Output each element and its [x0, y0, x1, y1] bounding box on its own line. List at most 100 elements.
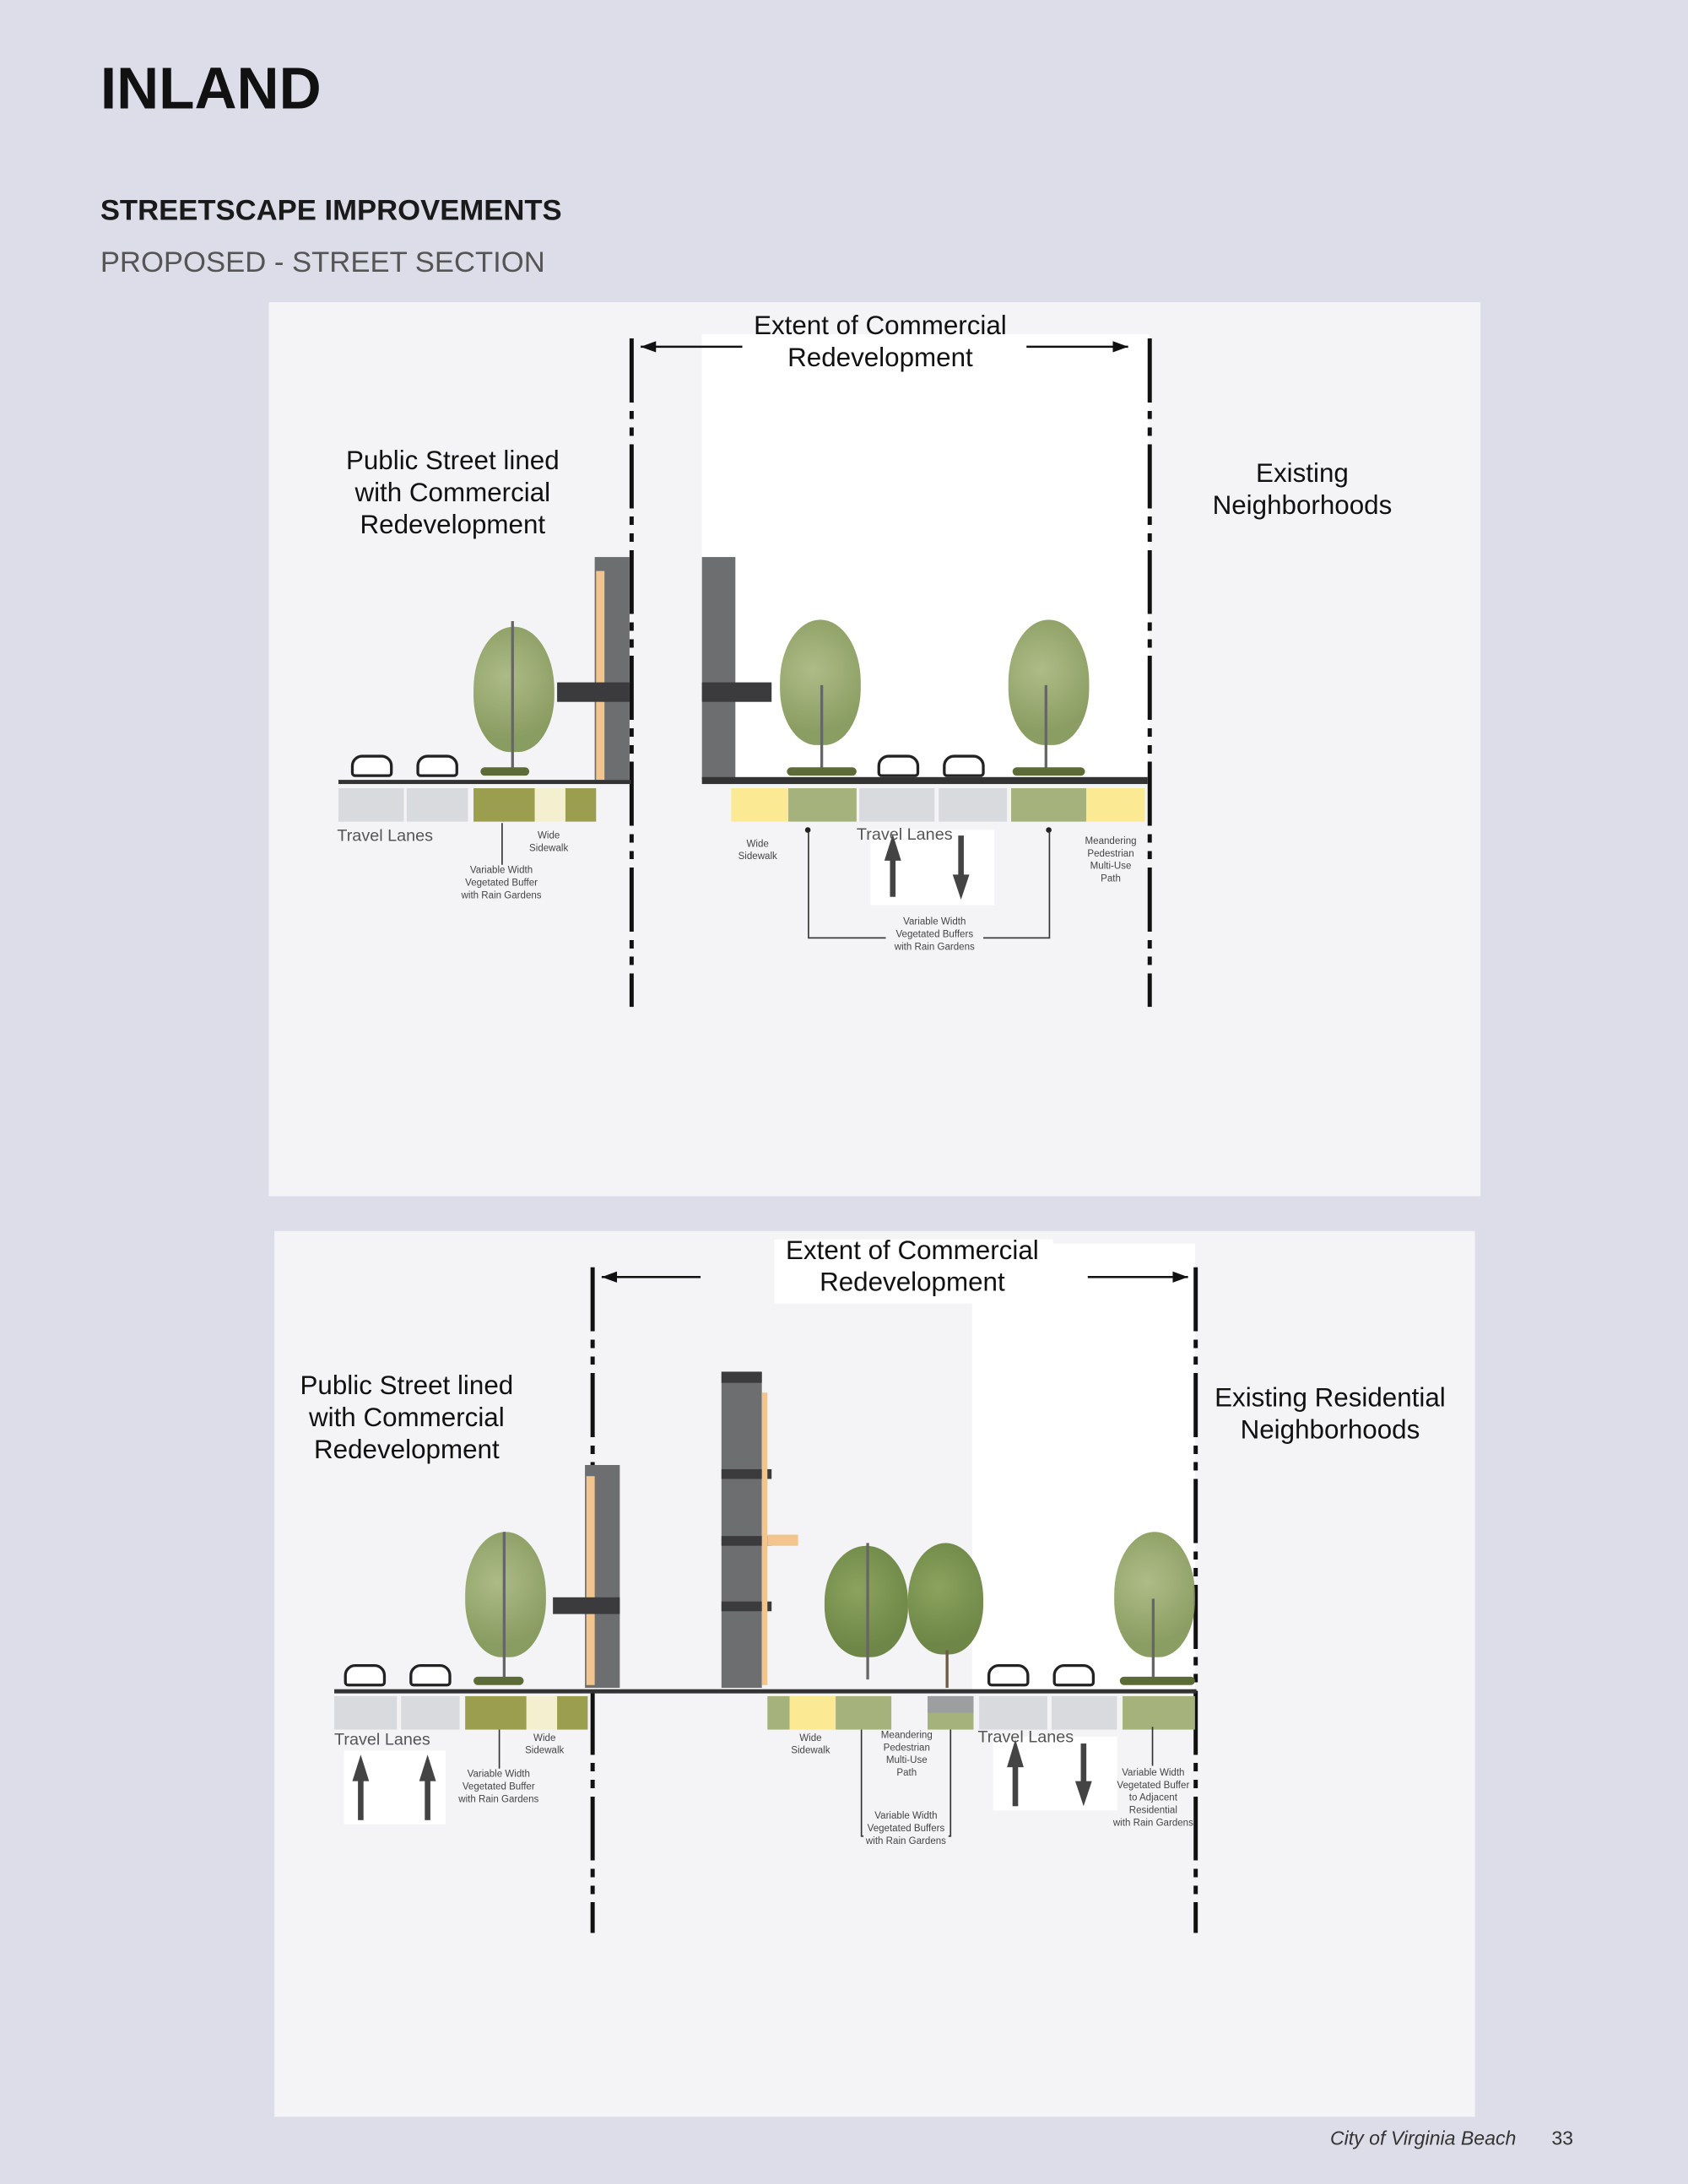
awning	[553, 1597, 620, 1614]
floor-band	[721, 1601, 772, 1612]
zone-buffer	[836, 1695, 892, 1730]
building-right	[701, 557, 736, 781]
zone-travel-lane	[401, 1695, 460, 1730]
zone-buffer	[557, 1695, 588, 1730]
car	[943, 754, 985, 777]
zone-travel-lane	[406, 788, 468, 822]
leader-line	[498, 1729, 500, 1769]
ground-line	[338, 780, 631, 785]
leader-line	[1151, 1727, 1154, 1766]
zone-curb	[928, 1695, 974, 1713]
label-buffers: Variable Width Vegetated Buffers with Ra…	[863, 1810, 949, 1849]
zone-travel-lane	[979, 1695, 1047, 1730]
zone-sidewalk	[731, 788, 789, 822]
direction-arrows-icon	[1007, 1739, 1092, 1807]
extent-label: Extent of Commercial Redevelopment	[754, 311, 1007, 373]
floor-band	[721, 1536, 772, 1546]
tree	[465, 1532, 546, 1657]
tree	[824, 1545, 908, 1657]
extent-label: Extent of Commercial Redevelopment	[786, 1236, 1039, 1298]
label-travel-lanes: Travel Lanes	[977, 1727, 1074, 1747]
left-title: Public Street lined with Commercial Rede…	[345, 446, 560, 540]
zone-sidewalk	[534, 788, 565, 822]
extent-line-left	[629, 338, 634, 1008]
awning	[701, 682, 772, 702]
label-wide-sidewalk: Wide Sidewalk	[791, 1733, 830, 1757]
ground-line	[334, 1689, 1197, 1694]
section-subtitle: PROPOSED - STREET SECTION	[100, 246, 545, 279]
planter	[1012, 767, 1085, 776]
leader-line	[501, 823, 503, 865]
street-lamp	[820, 684, 824, 772]
building-tall	[721, 1371, 762, 1689]
awning	[557, 682, 630, 702]
right-title: Existing Neighborhoods	[1212, 459, 1393, 521]
zone-travel-lane	[1051, 1695, 1117, 1730]
extent-arrows	[641, 341, 1128, 353]
planter	[473, 1676, 524, 1685]
balcony	[767, 1534, 798, 1546]
leader-line	[950, 1729, 952, 1835]
zone-buffer	[1123, 1695, 1195, 1730]
street-lamp	[1151, 1598, 1155, 1680]
section-heading: STREETSCAPE IMPROVEMENTS	[100, 195, 562, 227]
planter	[480, 767, 530, 776]
direction-arrows-icon	[884, 834, 970, 900]
label-travel-lanes: Travel Lanes	[337, 825, 434, 846]
leader-line	[808, 831, 809, 938]
tree	[780, 619, 861, 745]
zone-travel-lane	[334, 1695, 398, 1730]
car	[987, 1663, 1030, 1687]
tree	[907, 1543, 984, 1655]
zone-buffer	[465, 1695, 527, 1730]
label-travel-lanes: Travel Lanes	[856, 824, 953, 845]
balconies	[761, 1392, 768, 1685]
extent-arrows	[601, 1271, 1188, 1283]
street-lamp	[1044, 684, 1047, 772]
extent-label-bg	[774, 1239, 1053, 1304]
zone-travel-lane	[338, 788, 404, 822]
label-buffers: Variable Width Vegetated Buffers with Ra…	[885, 916, 984, 954]
label-travel-lanes: Travel Lanes	[334, 1729, 430, 1749]
zone-sidewalk	[526, 1695, 558, 1730]
left-title: Public Street lined with Commercial Rede…	[300, 1371, 514, 1465]
tree	[1114, 1532, 1195, 1657]
planter	[1119, 1676, 1195, 1685]
zone-buffer	[767, 1695, 790, 1730]
zone-travel-lane	[859, 788, 935, 822]
label-buffer: Variable Width Vegetated Buffer with Rai…	[461, 866, 542, 901]
leader-dot	[804, 827, 811, 833]
zone-multiuse-path	[1086, 788, 1145, 822]
leader-line	[1048, 831, 1051, 938]
street-lamp	[511, 620, 514, 772]
label-buffer-residential: Variable Width Vegetated Buffer to Adjac…	[1112, 1768, 1193, 1830]
building-facade	[586, 1476, 595, 1685]
zone-travel-lane	[939, 788, 1008, 822]
building-facade	[596, 570, 605, 781]
zone-buffer	[788, 788, 857, 822]
zone-sidewalk	[789, 1695, 836, 1730]
right-title: Existing Residential Neighborhoods	[1215, 1384, 1446, 1446]
label-multiuse-path: Meandering Pedestrian Multi-Use Path	[880, 1731, 933, 1779]
tree	[1008, 619, 1090, 745]
roof	[721, 1371, 762, 1383]
planter	[787, 767, 857, 776]
car	[344, 1663, 387, 1687]
extent-line-right	[1147, 338, 1152, 1008]
car	[409, 1663, 452, 1687]
zone-buffer	[473, 788, 535, 822]
footer-source: City of Virginia Beach	[1329, 2126, 1517, 2149]
page-title: INLAND	[100, 56, 322, 122]
street-lamp	[866, 1543, 869, 1680]
label-wide-sidewalk: Wide Sidewalk	[525, 1733, 565, 1757]
car	[416, 754, 458, 777]
page-number: 33	[1551, 2126, 1574, 2149]
extent-line-right	[1193, 1267, 1198, 1933]
zone-buffer	[565, 788, 597, 822]
street-section-2	[274, 1230, 1475, 2117]
label-wide-sidewalk: Wide Sidewalk	[738, 840, 777, 862]
car	[350, 754, 393, 777]
car	[1052, 1663, 1096, 1687]
zone-buffer	[1011, 788, 1087, 822]
